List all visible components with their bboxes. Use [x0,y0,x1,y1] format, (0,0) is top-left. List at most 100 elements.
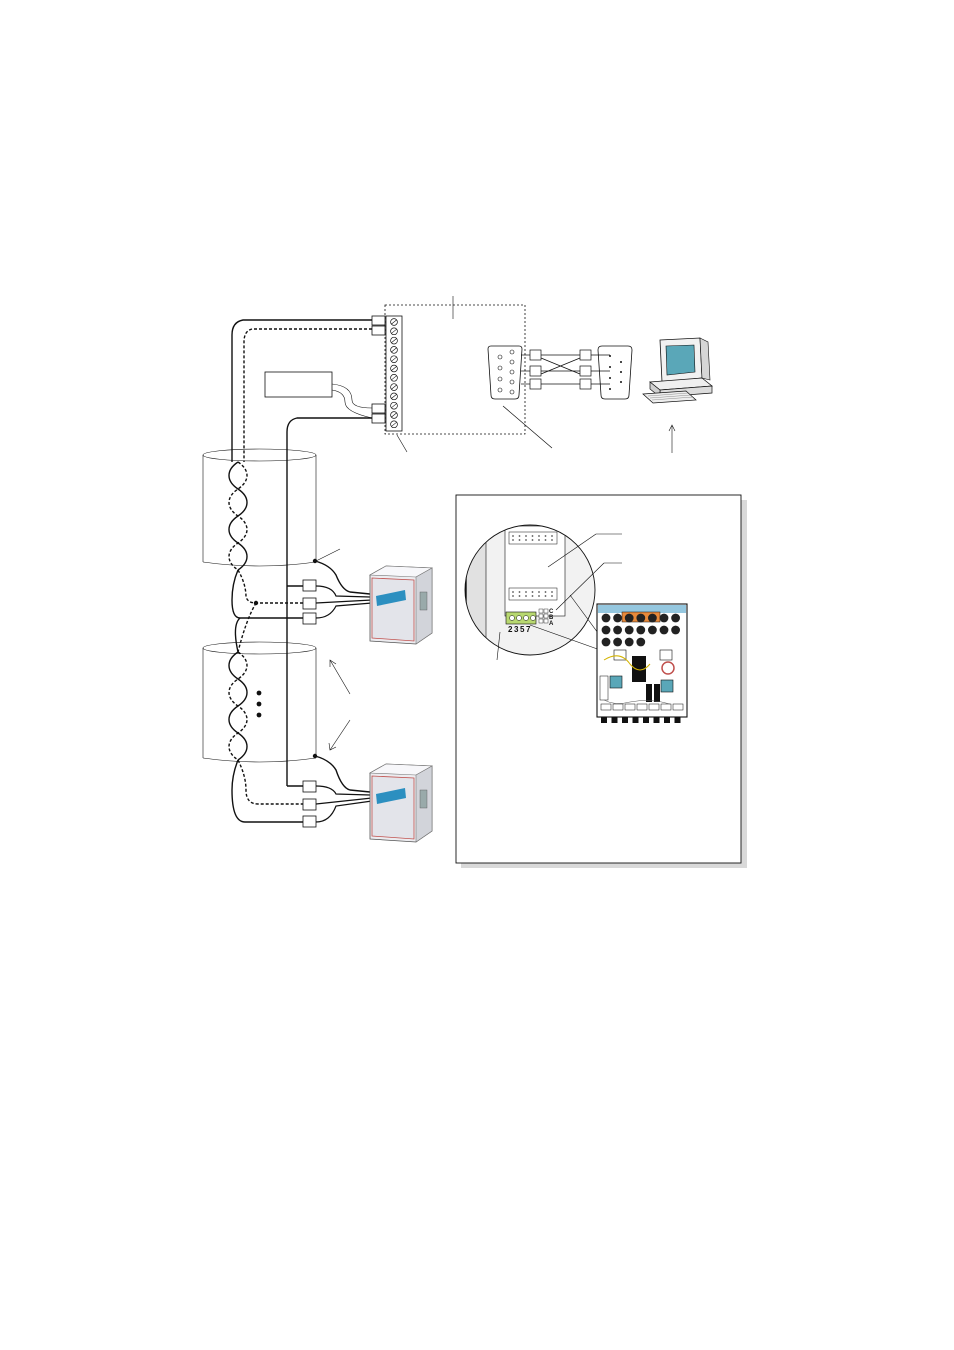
bottom-terminal [624,703,636,711]
cable-gland [601,637,611,647]
bottom-glands [601,717,681,723]
header-pin [518,539,521,541]
bottom-terminal [672,703,684,711]
header-pin [518,535,521,537]
cable-gland [648,625,657,635]
terminal-screw-slot [391,366,397,371]
shield-pointer-arrows [315,548,351,751]
interface-board [371,296,526,453]
terminal-digit: 5 [520,625,525,634]
db9-male-connector [487,345,523,400]
header-pin [518,591,521,593]
cable-gland [601,625,611,635]
bottom-gland [622,717,628,723]
terminal-screw-slot [391,356,397,362]
cable-gland [613,613,622,623]
cable-gland [624,625,634,635]
terminal-box-1 [371,315,386,326]
slave-wires-lower [315,785,373,823]
terminal-screw-slot [391,347,397,353]
jumper-block [538,608,549,624]
cable-gland [624,637,634,647]
terminal-digit: 3 [514,625,519,634]
terminal-digit-labels: 2 3 5 7 [508,625,531,634]
terminal-box-3 [371,403,386,414]
terminal-screw-slot [391,384,397,390]
header-pin [551,595,553,597]
header-pin [538,595,540,597]
ellipsis-dots [256,690,262,718]
bottom-gland [632,717,639,723]
terminal-box-4 [371,413,386,424]
bottom-terminal [660,703,672,711]
jumper-letter: A [549,621,554,627]
bottom-terminal [648,703,660,711]
cable-gland [671,613,680,623]
bottom-gland [601,717,607,723]
header-pin [538,535,540,537]
cable-gland [613,625,622,635]
desktop-computer-icon [642,337,713,453]
slave-terminal-boxes-lower [302,780,317,828]
bottom-terminal [612,703,624,711]
controller-board-detail [596,603,688,723]
header-pin [551,539,553,541]
shield-drain-wires [314,560,371,793]
terminal-digit: 7 [526,625,531,634]
header-pin [544,539,547,541]
bus-wires [231,319,372,823]
header-pin [551,591,553,593]
db9-female-connector [597,345,633,400]
cable-gland [636,637,646,647]
terminal-box-2 [371,325,386,336]
bottom-gland [674,717,681,723]
header-pin [531,595,534,597]
header-pin [538,539,540,541]
cable-gland [648,613,657,623]
cable-gland [659,625,669,635]
terminal-screw-slot [391,394,397,399]
jumper-letter: B [549,615,554,621]
terminal-screw-slot [391,412,397,418]
terminal-screw-slot [391,403,397,408]
bottom-terminal [636,703,648,711]
power-supply-box [264,371,373,419]
cable-gland [636,613,646,623]
terminal-screw-slot [391,422,397,427]
terminal-digit: 2 [508,625,513,634]
terminal-screw-slot [391,375,397,381]
header-pin [531,539,534,541]
header-pin [525,595,527,597]
wall-controller-icon [368,565,434,645]
terminal-screw-slot [391,329,397,334]
cable-gland [636,625,646,635]
jumper-letter: C [549,609,554,615]
serial-cable [502,349,610,449]
bottom-gland [611,717,618,723]
header-pin [512,535,514,537]
header-pin [531,591,534,593]
bottom-gland [653,717,660,723]
slave-terminal-boxes-upper [302,579,317,625]
header-pin [525,591,527,593]
header-pin [512,591,514,593]
header-pin [518,595,521,597]
bottom-terminals [600,703,684,711]
header-pin [525,539,527,541]
slave-wires-upper [315,585,373,619]
header-pin [551,535,553,537]
cable-shield-lower [202,641,317,763]
header-pin [512,595,514,597]
header-pin [512,539,514,541]
terminal-screw-slot [391,338,397,343]
cable-gland [601,613,611,623]
terminal-screw-slot [391,319,397,325]
header-pin [544,591,547,593]
header-pin [538,591,540,593]
cable-gland [671,625,680,635]
terminal-pin-dots [512,535,553,597]
header-pin [525,535,527,537]
twisted-pair-lower [228,651,248,761]
terminal-block-screws [390,318,398,429]
